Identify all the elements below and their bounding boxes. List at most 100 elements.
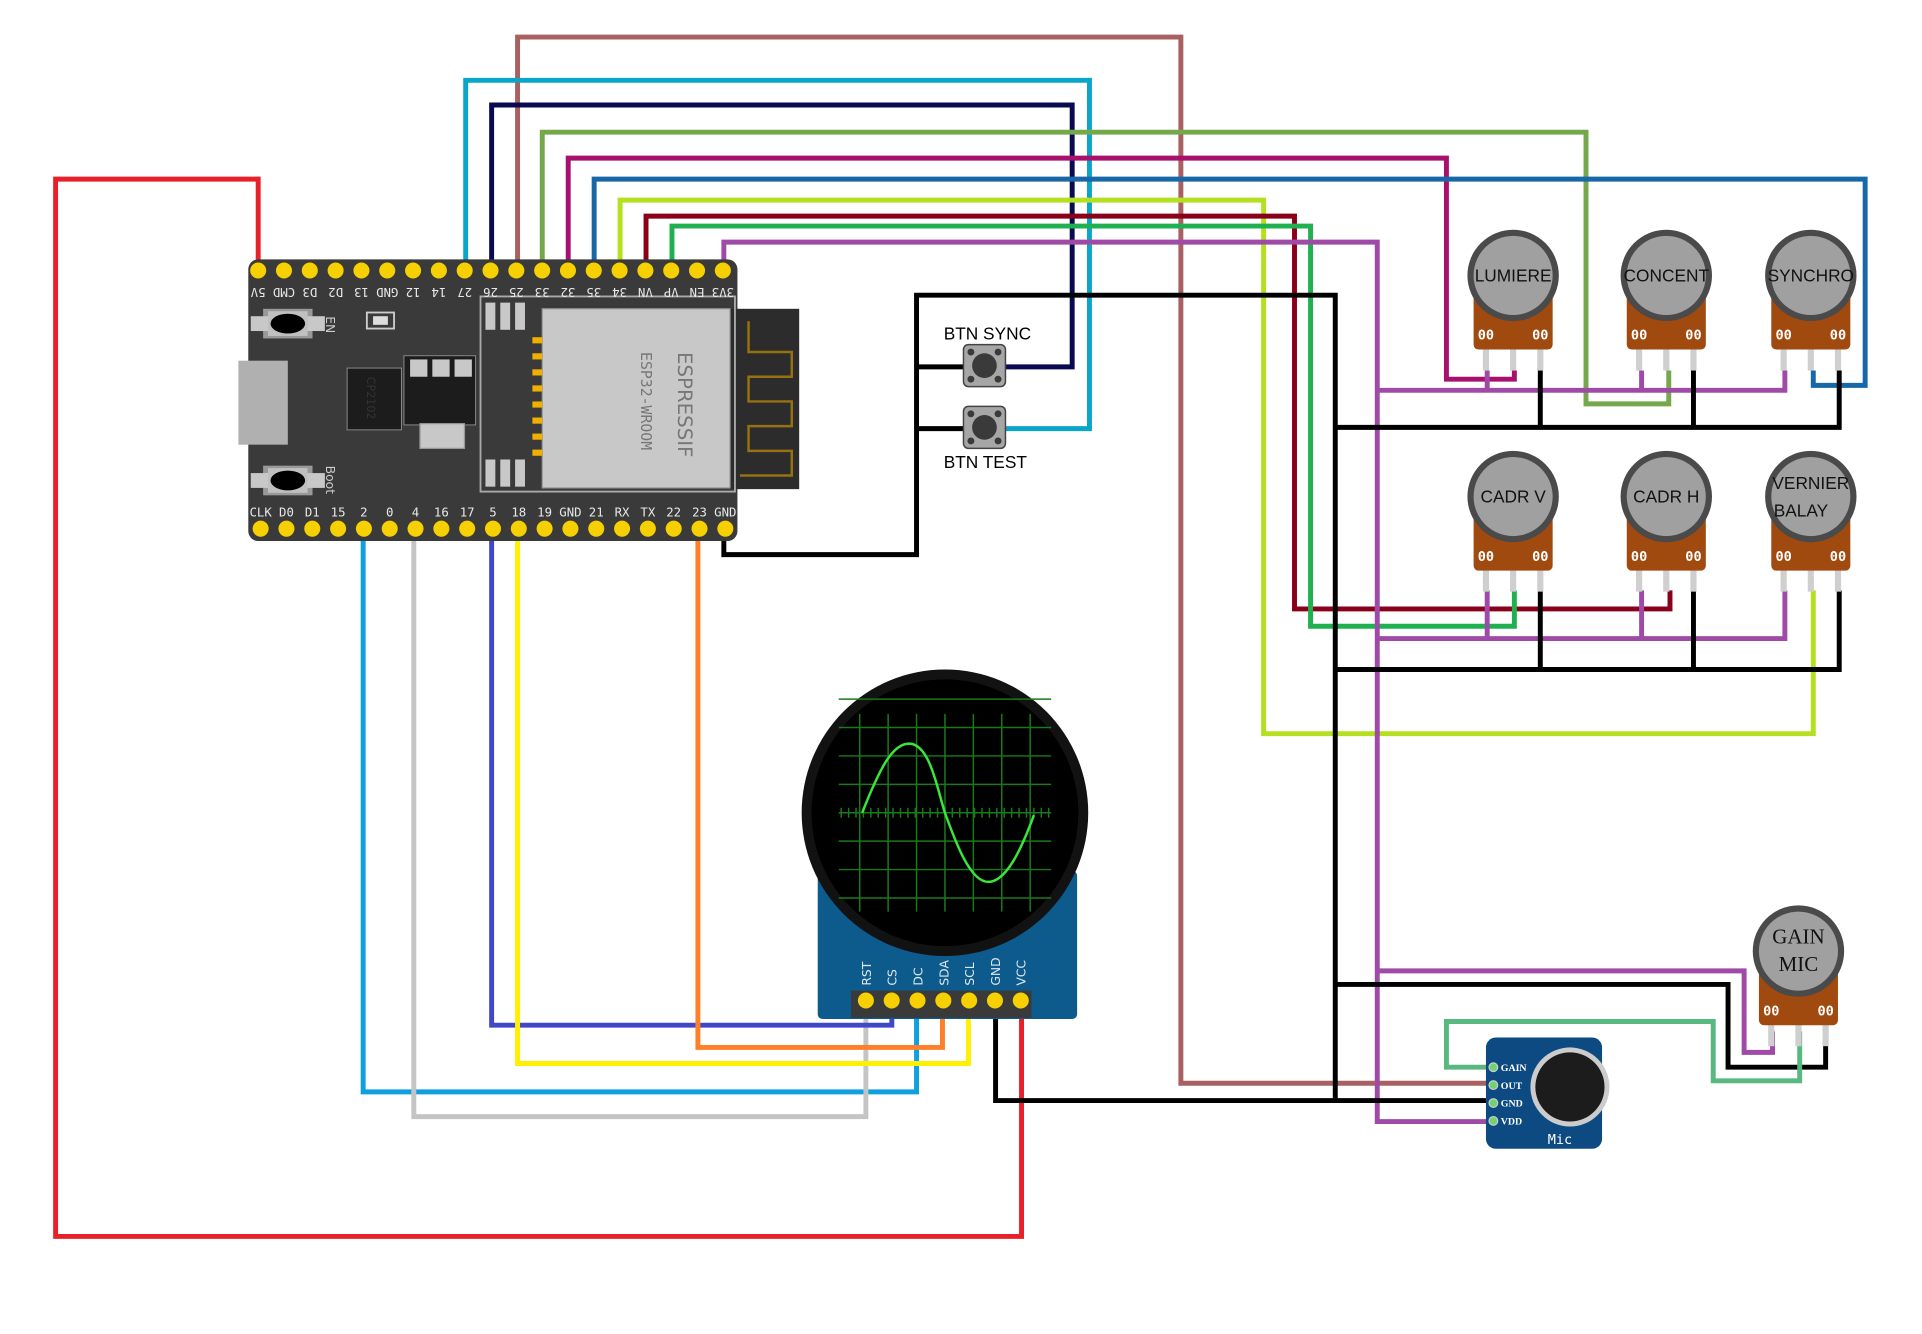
oled-pin-vcc[interactable] [1013,992,1029,1008]
bottom-pin-label: CLK [250,505,273,519]
pot-marking: 00 [1631,549,1647,565]
mic-pin-label: GAIN [1501,1063,1527,1074]
bottom-pin-19[interactable] [537,521,553,537]
pot-marking: 00 [1478,549,1494,565]
usb-chip-label: CP2102 [364,377,377,420]
top-pin-3v3[interactable] [715,262,731,278]
pot-marking: 00 [1685,328,1701,344]
pot-label-line2: BALAY [1774,500,1829,520]
mic-pin-gain[interactable] [1489,1063,1498,1072]
bottom-pin-2[interactable] [356,521,372,537]
top-pin-12[interactable] [405,262,421,278]
potentiometer-cadr-v[interactable]: 0000CADR V [1467,451,1558,592]
top-pin-33[interactable] [534,262,550,278]
top-pin-25[interactable] [508,262,524,278]
top-pin-label: CMD [273,285,295,299]
top-pin-5v[interactable] [250,262,266,278]
oled-pin-label: VCC [1015,960,1029,986]
top-pin-vn[interactable] [637,262,653,278]
top-pin-label: 27 [457,285,472,299]
bottom-pin-16[interactable] [433,521,449,537]
bottom-pin-21[interactable] [588,521,604,537]
top-pin-gnd[interactable] [379,262,395,278]
module-brand: ESPRESSIF [673,352,696,457]
bottom-pin-label: D1 [305,505,320,519]
oled-pin-gnd[interactable] [987,992,1003,1008]
bottom-pin-gnd[interactable] [717,521,733,537]
module-name: ESP32-WROOM [637,352,654,450]
bottom-pin-4[interactable] [408,521,424,537]
mic-pin-vdd[interactable] [1489,1117,1498,1126]
bottom-pin-d1[interactable] [304,521,320,537]
bottom-pin-rx[interactable] [614,521,630,537]
bottom-pin-23[interactable] [691,521,707,537]
oled-pin-label: DC [911,968,925,986]
btn-sync[interactable] [963,345,1005,387]
pot-label: CADR H [1633,487,1699,507]
usb-connector [238,361,287,445]
top-pin-d3[interactable] [302,262,318,278]
bottom-pin-label: GND [559,505,581,519]
bottom-pin-17[interactable] [459,521,475,537]
bottom-pin-label: 5 [489,505,496,519]
potentiometer-lumiere[interactable]: 0000LUMIERE [1467,230,1558,371]
en-label: EN [323,316,337,333]
potentiometer-cadr-h[interactable]: 0000CADR H [1621,451,1712,592]
oled-pin-label: SCL [963,962,977,985]
mic-pin-gnd[interactable] [1489,1099,1498,1108]
mic-pin-out[interactable] [1489,1081,1498,1090]
bottom-pin-15[interactable] [330,521,346,537]
top-pin-32[interactable] [560,262,576,278]
top-pin-13[interactable] [353,262,369,278]
top-pin-vp[interactable] [663,262,679,278]
oled-pin-sda[interactable] [935,992,951,1008]
btn-sync-label: BTN SYNC [944,324,1031,344]
top-pin-label: VP [664,285,679,299]
bottom-pin-label: 19 [537,505,552,519]
bottom-pin-22[interactable] [666,521,682,537]
mic-pin-label: VDD [1501,1117,1522,1128]
oled-pin-cs[interactable] [884,992,900,1008]
oled-pin-scl[interactable] [961,992,977,1008]
oled-pin-rst[interactable] [858,992,874,1008]
top-pin-label: 33 [535,285,550,299]
top-pin-label: 13 [354,285,369,299]
oled-pin-label: CS [886,969,900,986]
potentiometer-gain-mic[interactable]: 0000GAINMIC [1753,905,1844,1046]
pot-marking: 00 [1817,1003,1833,1019]
bottom-pin-tx[interactable] [640,521,656,537]
bottom-pin-gnd[interactable] [562,521,578,537]
top-pin-14[interactable] [431,262,447,278]
top-pin-26[interactable] [482,262,498,278]
pot-marking: 00 [1775,549,1791,565]
top-pin-label: 25 [509,285,524,299]
pot-marking: 00 [1775,328,1791,344]
top-pin-label: 3V3 [712,285,734,299]
potentiometer-concent[interactable]: 0000CONCENT [1621,230,1712,371]
potentiometer-synchro[interactable]: 0000SYNCHRO [1765,230,1856,371]
top-pin-d2[interactable] [328,262,344,278]
pot-label: LUMIERE [1475,266,1552,286]
bottom-pin-5[interactable] [485,521,501,537]
bottom-pin-label: 0 [386,505,393,519]
top-pin-35[interactable] [586,262,602,278]
mic-label: Mic [1548,1132,1573,1148]
top-pin-label: 32 [561,285,576,299]
bottom-pin-label: D0 [279,505,294,519]
potentiometer-vernier-balay[interactable]: 0000VERNIERBALAY [1765,451,1856,592]
bottom-pin-d0[interactable] [278,521,294,537]
pot-marking: 00 [1631,328,1647,344]
bottom-pin-0[interactable] [382,521,398,537]
top-pin-cmd[interactable] [276,262,292,278]
top-pin-27[interactable] [457,262,473,278]
oled-pin-label: GND [989,957,1003,985]
btn-test[interactable] [963,406,1005,448]
oled-pin-dc[interactable] [909,992,925,1008]
bottom-pin-18[interactable] [511,521,527,537]
pot-marking: 00 [1532,328,1548,344]
top-pin-34[interactable] [612,262,628,278]
bottom-pin-label: 18 [511,505,526,519]
bottom-pin-clk[interactable] [253,521,269,537]
top-pin-en[interactable] [689,262,705,278]
top-pin-label: 12 [406,285,421,299]
